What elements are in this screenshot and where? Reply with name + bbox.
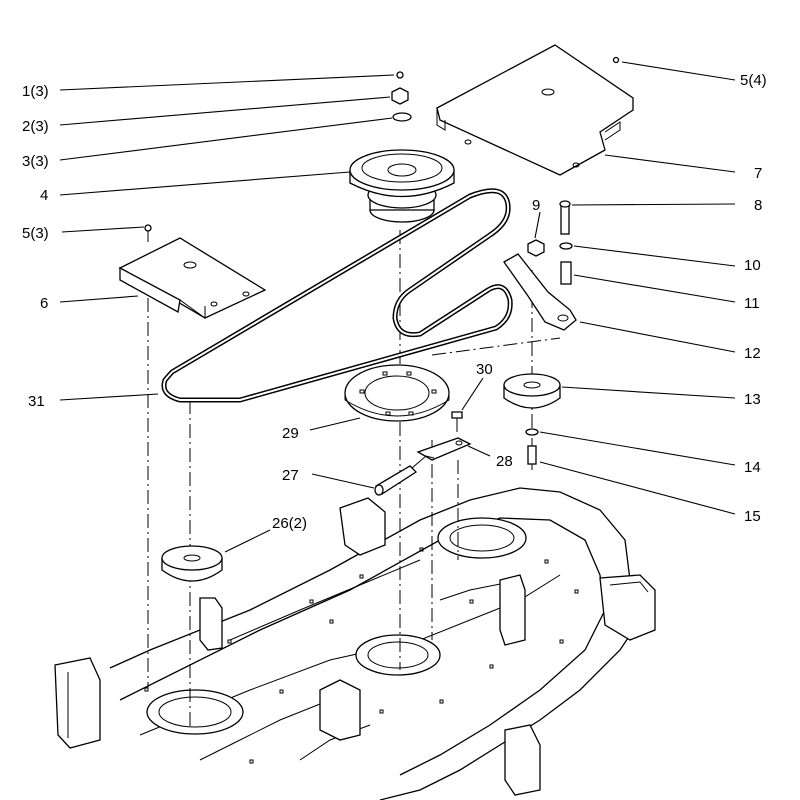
idler-bracket [416, 411, 472, 461]
callout-10: 10 [744, 257, 761, 274]
callout-11: 11 [744, 295, 760, 312]
callout-labels: 1(3) 2(3) 3(3) 4 5(3) 5(4) 6 7 8 9 10 11… [22, 72, 767, 532]
callout-2: 2(3) [22, 118, 49, 135]
callout-14: 14 [744, 459, 761, 476]
belt-cover-left [118, 224, 267, 319]
spindle-pulley [349, 149, 455, 223]
callout-31: 31 [28, 393, 45, 410]
belt-cover-right [436, 44, 634, 176]
callout-6: 6 [40, 295, 48, 312]
callout-27: 27 [282, 467, 299, 484]
callout-1: 1(3) [22, 83, 49, 100]
callout-30: 30 [476, 361, 493, 378]
idler-assembly [503, 200, 577, 331]
callout-5-right: 5(4) [740, 72, 767, 89]
callout-4: 4 [40, 187, 48, 204]
callout-15: 15 [744, 508, 761, 525]
bearing-plate [344, 364, 450, 422]
callout-12: 12 [744, 345, 761, 362]
callout-9: 9 [532, 197, 540, 214]
idler-spring [374, 455, 435, 496]
callout-3: 3(3) [22, 153, 49, 170]
leader-lines [59, 61, 736, 553]
callout-26: 26(2) [272, 515, 307, 532]
callout-8: 8 [754, 197, 762, 214]
idler-pulley [503, 373, 561, 465]
mower-deck [54, 487, 656, 800]
callout-13: 13 [744, 391, 761, 408]
callout-28: 28 [496, 453, 513, 470]
callout-29: 29 [282, 425, 299, 442]
spindle-hardware [391, 71, 412, 122]
deck-pulley [161, 545, 223, 582]
callout-7: 7 [754, 165, 762, 182]
drive-belt [161, 188, 513, 403]
callout-5-left: 5(3) [22, 225, 49, 242]
center-lines [147, 230, 561, 730]
